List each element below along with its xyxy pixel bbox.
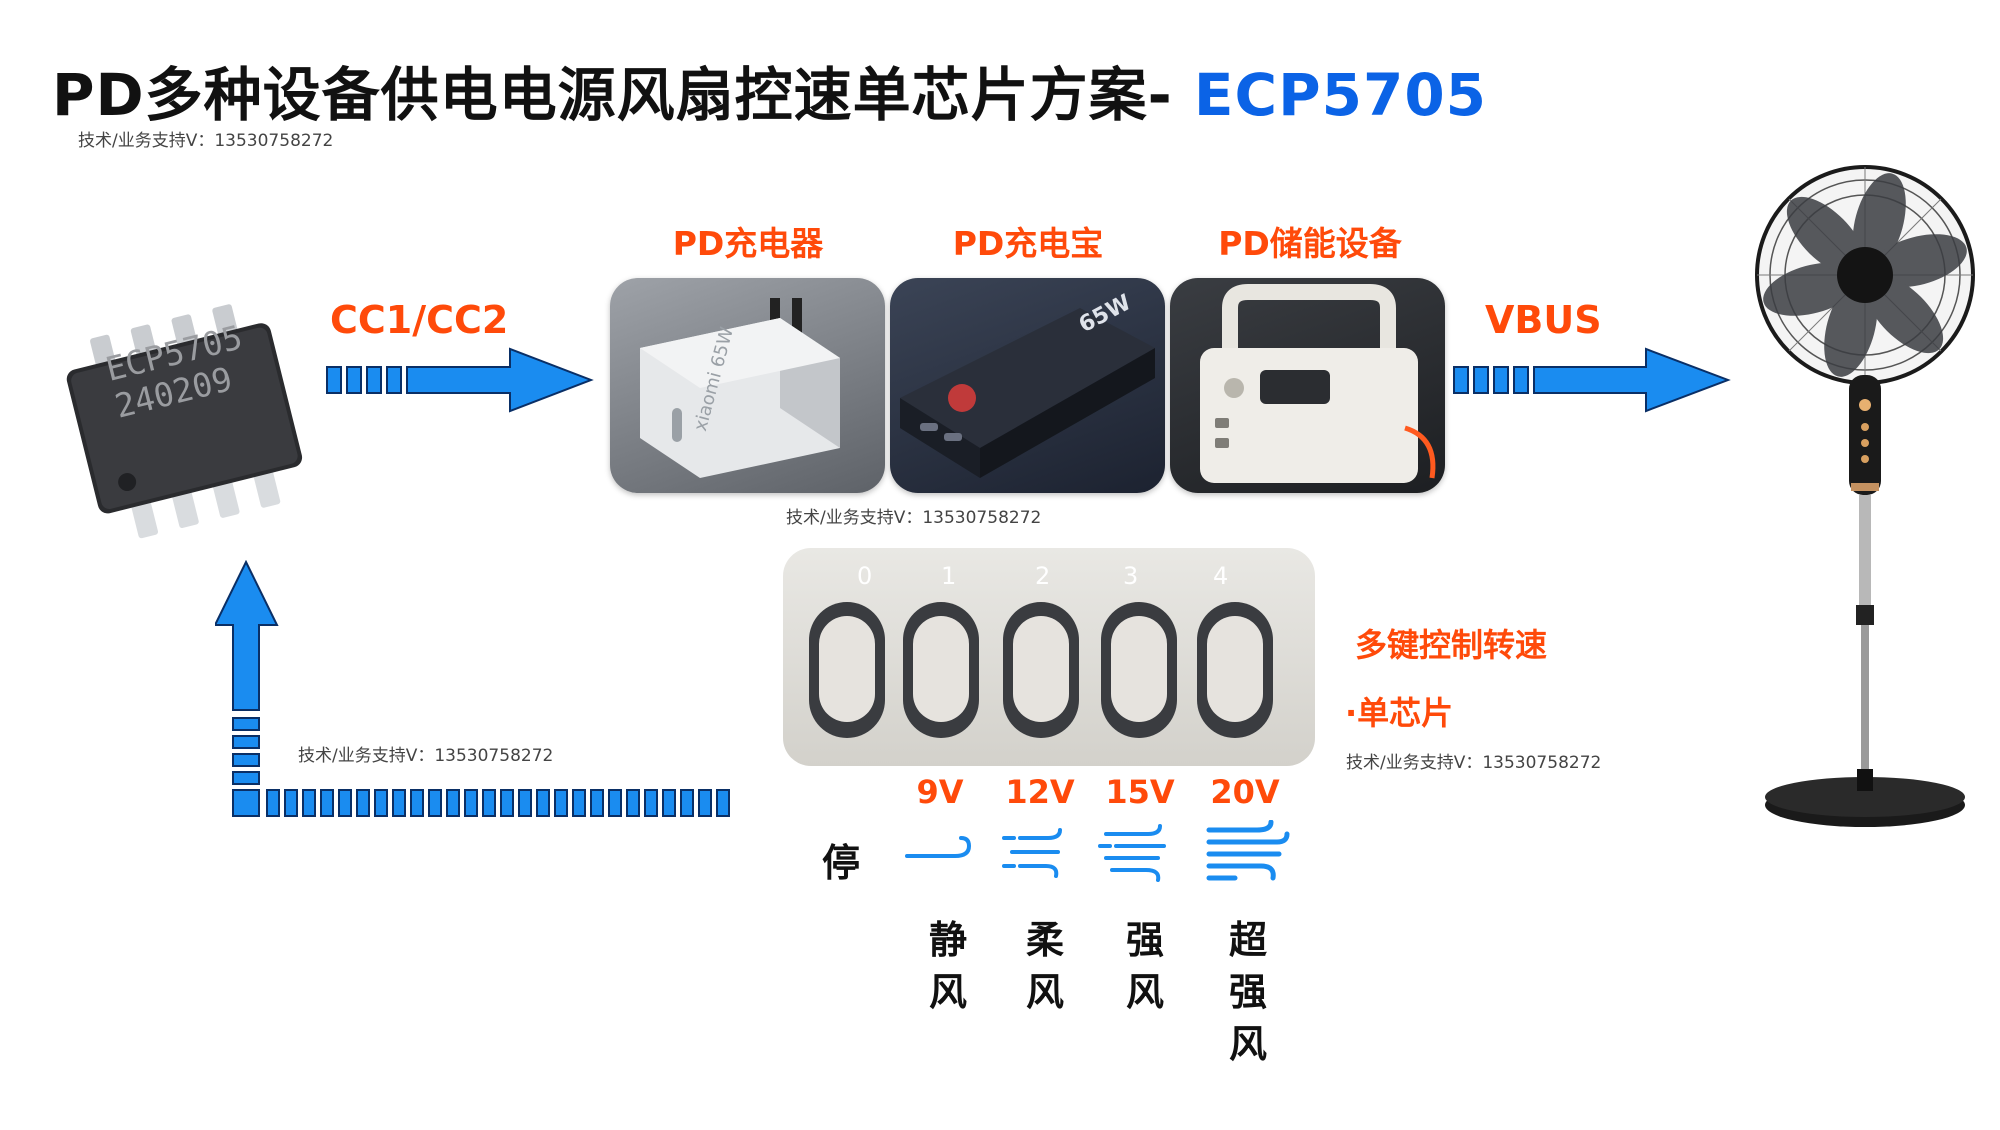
voltage-15v: 15V xyxy=(1105,773,1175,811)
control-label-line1: 多键控制转速 xyxy=(1355,626,1548,664)
voltage-9v: 9V xyxy=(916,773,964,811)
page-title: PD多种设备供电电源风扇控速单芯片方案- ECP5705 xyxy=(52,48,1487,132)
title-accent: ECP5705 xyxy=(1193,61,1488,129)
speed-soft: 柔 风 xyxy=(1015,914,1075,1018)
charger-image xyxy=(640,298,840,478)
wind-soft-icon xyxy=(1002,828,1062,878)
device-label-powerbank: PD充电宝 xyxy=(952,224,1104,263)
speed-quiet: 静 风 xyxy=(918,914,978,1018)
voltage-20v: 20V xyxy=(1210,773,1280,811)
button-panel: 0 1 2 3 4 xyxy=(783,548,1315,766)
speed-super-char-3: 风 xyxy=(1228,1022,1267,1066)
wind-strong-icon xyxy=(1098,824,1166,882)
speed-soft-char-2: 风 xyxy=(1025,970,1064,1014)
stop-label: 停 xyxy=(822,841,861,885)
speed-super-char-2: 强 xyxy=(1228,970,1267,1014)
device-card-powerbank: 65W xyxy=(890,278,1165,493)
watermark-left: 技术/业务支持V：13530758272 xyxy=(298,746,554,766)
storage-image xyxy=(1200,284,1436,483)
speed-strong: 强 风 xyxy=(1115,914,1175,1018)
cc-label: CC1/CC2 xyxy=(330,298,509,342)
button-number-1: 1 xyxy=(941,562,957,590)
speed-super-char-1: 超 xyxy=(1228,918,1267,962)
speed-strong-char-1: 强 xyxy=(1125,918,1164,962)
speed-strong-char-2: 风 xyxy=(1125,970,1164,1014)
voltage-12v: 12V xyxy=(1005,773,1075,811)
wind-super-icon xyxy=(1206,820,1290,881)
watermark-middle: 技术/业务支持V：13530758272 xyxy=(786,508,1042,528)
feedback-arrow xyxy=(215,560,730,817)
speed-super: 超 强 风 xyxy=(1218,914,1278,1070)
device-label-storage: PD储能设备 xyxy=(1218,224,1402,263)
vbus-arrow xyxy=(1453,347,1731,413)
wind-light-icon xyxy=(905,836,972,858)
speed-quiet-char-1: 静 xyxy=(928,918,967,962)
speed-quiet-char-2: 风 xyxy=(928,970,967,1014)
watermark-right: 技术/业务支持V：13530758272 xyxy=(1346,753,1602,773)
device-card-charger: xiaomi 65W xyxy=(610,278,885,493)
button-number-3: 3 xyxy=(1123,562,1139,590)
buttons-image xyxy=(809,602,1273,738)
vbus-label: VBUS xyxy=(1485,298,1602,342)
watermark-top: 技术/业务支持V：13530758272 xyxy=(78,131,334,151)
button-number-2: 2 xyxy=(1035,562,1051,590)
cc-arrow xyxy=(326,347,594,413)
title-main: PD多种设备供电电源风扇控速单芯片方案- xyxy=(52,61,1194,129)
control-label-line2: ·单芯片 xyxy=(1345,694,1454,732)
chip-image xyxy=(66,304,303,539)
speed-soft-char-1: 柔 xyxy=(1025,918,1064,962)
device-label-charger: PD充电器 xyxy=(672,224,824,263)
button-number-4: 4 xyxy=(1213,562,1229,590)
fan-image xyxy=(1755,165,1975,827)
powerbank-image xyxy=(900,308,1155,478)
button-number-0: 0 xyxy=(857,562,873,590)
device-card-storage xyxy=(1170,278,1445,493)
